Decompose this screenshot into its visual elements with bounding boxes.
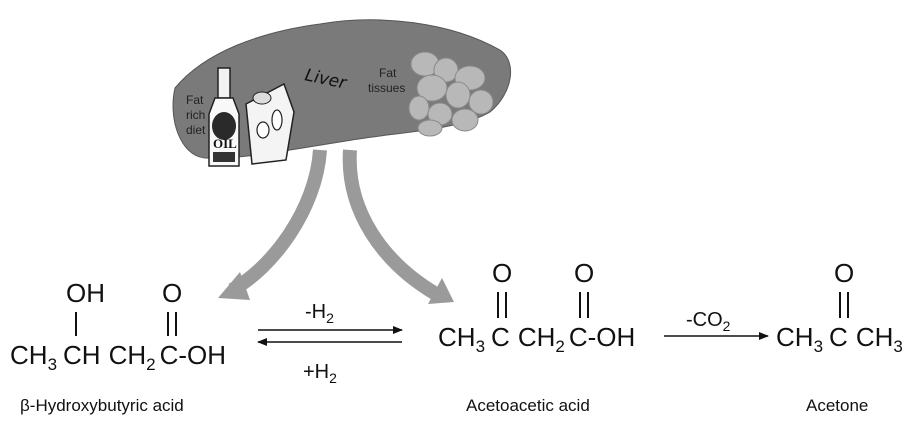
- acetoacetic-cooh: C-OH: [569, 322, 635, 352]
- equilibrium-arrows: [257, 326, 403, 346]
- acetoacetic-ch2: CH: [518, 322, 556, 352]
- oil-bottle-label: OIL: [213, 136, 237, 151]
- hydroxy-ch3: CH: [10, 340, 48, 370]
- acetoacetic-ch3: CH: [438, 322, 476, 352]
- hydroxy-ch3-sub: 3: [48, 355, 57, 374]
- oil-bottle-icon: OIL: [208, 67, 240, 167]
- decarboxylation-condition: -CO2: [686, 309, 731, 334]
- reverse-condition: +H2: [303, 361, 337, 386]
- fat-tissues-label-line1: Fat: [379, 66, 397, 80]
- hydroxy-oh: OH: [66, 278, 105, 308]
- acetone-o: O: [834, 258, 854, 288]
- fat-cells-icon: [408, 51, 494, 137]
- hydroxy-ch: CH: [63, 340, 101, 370]
- acetoacetic-o2: O: [574, 258, 594, 288]
- acetoacetic-o1: O: [492, 258, 512, 288]
- acetone-c: C: [829, 322, 848, 352]
- acetoacetic-ch3-sub: 3: [476, 337, 485, 356]
- hydroxy-cooh: C-OH: [160, 340, 226, 370]
- curved-arrow-left: [218, 149, 327, 300]
- acetone-ch3-left-sub: 3: [814, 337, 823, 356]
- hydroxybutyric-acid-name: β-Hydroxybutyric acid: [20, 396, 184, 415]
- acetone-ch3-right: CH: [856, 322, 894, 352]
- acetoacetic-acid-name: Acetoacetic acid: [466, 396, 590, 415]
- fat-rich-diet-label-line2: rich: [186, 108, 205, 122]
- acetone-ch3-left: CH: [776, 322, 814, 352]
- acetoacetic-ch2-sub: 2: [555, 337, 564, 356]
- curved-arrow-right: [342, 149, 454, 304]
- cheese-icon: [245, 82, 295, 165]
- fat-rich-diet-label-line1: Fat: [186, 93, 204, 107]
- acetoacetic-c: C: [491, 322, 510, 352]
- hydroxy-ch2-sub: 2: [146, 355, 155, 374]
- hydroxy-ch2: CH: [109, 340, 147, 370]
- acetone-name: Acetone: [806, 396, 868, 415]
- hydroxy-carbonyl-o: O: [162, 278, 182, 308]
- fat-rich-diet-label-line3: diet: [186, 123, 206, 137]
- fat-tissues-label-line2: tissues: [368, 81, 405, 95]
- acetone-ch3-right-sub: 3: [893, 337, 902, 356]
- forward-condition: -H2: [305, 301, 334, 326]
